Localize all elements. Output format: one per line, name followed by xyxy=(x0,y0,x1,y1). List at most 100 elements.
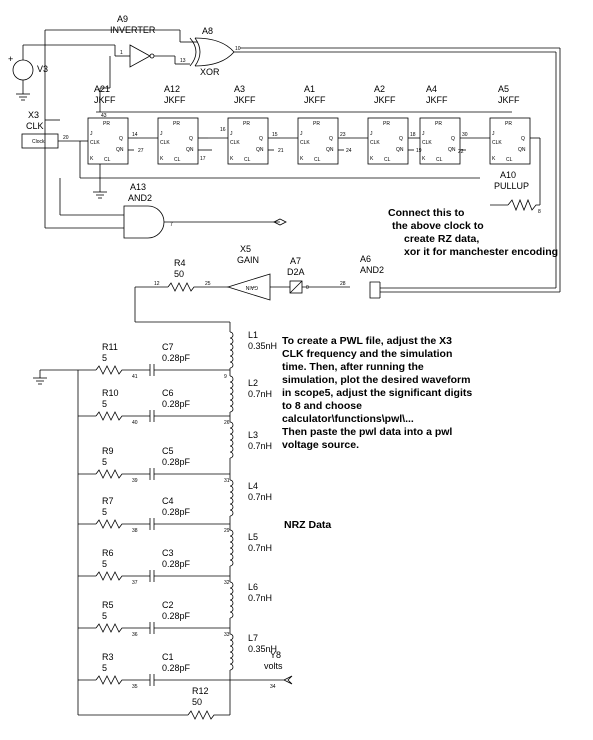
ladder-stage-6[interactable]: L6 0.7nH R5 5 C2 0.28pF 36 33 xyxy=(78,576,272,638)
x3-clock-source[interactable]: Clock X3 CLK 20 xyxy=(21,110,80,149)
a3-type: JKFF xyxy=(234,95,256,105)
svg-text:Connect this to: Connect this to xyxy=(388,207,464,219)
svg-text:PR: PR xyxy=(505,121,512,127)
l4-label: L4 xyxy=(248,481,258,491)
a8-xor-gate[interactable]: A8 XOR 10 xyxy=(189,26,241,77)
r11-label: R11 xyxy=(102,342,118,352)
a5-type: JKFF xyxy=(498,95,520,105)
l6-label: L6 xyxy=(248,582,258,592)
jkff-a12[interactable]: A12 JKFF PR J CLK K Q QN CL 17 xyxy=(138,84,212,165)
ladder-stage-3[interactable]: L3 0.7nH R9 5 C5 0.28pF 39 31 xyxy=(78,416,272,484)
r5-label: R5 xyxy=(102,600,114,610)
x3-type: CLK xyxy=(26,121,44,131)
resistor-symbol xyxy=(95,365,150,375)
r10-value: 5 xyxy=(102,399,107,409)
jkff-a1[interactable]: A1 JKFF PR J CLK K Q QN CL 23 24 xyxy=(280,84,352,165)
c5-label: C5 xyxy=(162,446,174,456)
svg-text:CLK: CLK xyxy=(422,140,432,146)
svg-text:QN: QN xyxy=(518,147,526,153)
svg-text:K: K xyxy=(160,156,164,162)
chain-ground xyxy=(93,164,107,199)
c6-value: 0.28pF xyxy=(162,399,191,409)
l1-value: 0.35nH xyxy=(248,341,277,351)
ladder-stage-2[interactable]: L2 0.7nH R10 5 C6 0.28pF 40 26 xyxy=(78,370,272,426)
a2-type: JKFF xyxy=(374,95,396,105)
svg-text:Q: Q xyxy=(119,136,123,142)
a7-type: D2A xyxy=(287,267,305,277)
svg-text:PR: PR xyxy=(103,121,110,127)
c5-value: 0.28pF xyxy=(162,457,191,467)
net-10: 10 xyxy=(235,46,241,52)
svg-text:in scope5, adjust the signific: in scope5, adjust the significant digits xyxy=(282,387,472,399)
svg-text:PR: PR xyxy=(173,121,180,127)
svg-text:K: K xyxy=(370,156,374,162)
ladder-stage-1[interactable]: L1 0.35nH R11 5 C7 0.28pF 41 9 xyxy=(78,330,277,380)
a1-type: JKFF xyxy=(304,95,326,105)
svg-text:23: 23 xyxy=(340,132,346,138)
svg-text:QN: QN xyxy=(256,147,264,153)
jkff-a2[interactable]: A2 JKFF PR J CLK K Q QN CL 18 19 xyxy=(350,84,422,165)
l5-label: L5 xyxy=(248,532,258,542)
a13-and-gate[interactable]: A13 AND2 7 xyxy=(44,120,287,239)
ladder-stage-4[interactable]: L4 0.7nH R7 5 C4 0.28pF 38 29 xyxy=(78,474,272,534)
a6-and-gate[interactable]: A6 AND2 xyxy=(360,254,384,299)
svg-text:K: K xyxy=(300,156,304,162)
l4-value: 0.7nH xyxy=(248,492,272,502)
jkff-a3[interactable]: A3 JKFF PR J CLK K Q QN CL 16 15 21 xyxy=(208,84,284,165)
svg-text:24: 24 xyxy=(346,148,352,154)
svg-text:Q: Q xyxy=(189,136,193,142)
x5-gain-block[interactable]: GAIN X5 GAIN 25 xyxy=(200,244,290,301)
ladder-stage-7[interactable]: L7 0.35nH R3 5 C1 0.28pF 35 xyxy=(78,628,277,690)
ladder-network xyxy=(33,369,231,715)
svg-text:30: 30 xyxy=(462,132,468,138)
r4-resistor[interactable]: R4 50 12 xyxy=(134,258,231,332)
a3-label: A3 xyxy=(234,84,245,94)
svg-text:To create a PWL file, adjust t: To create a PWL file, adjust the X3 xyxy=(282,335,452,347)
clock-bus xyxy=(79,140,480,179)
inductor-symbol xyxy=(229,421,234,459)
svg-text:CLK: CLK xyxy=(300,140,310,146)
svg-text:33: 33 xyxy=(224,632,230,638)
a7-d2a[interactable]: A7 D2A 0 28 xyxy=(287,256,350,294)
y8-probe[interactable]: Y8 volts 34 xyxy=(230,650,293,690)
svg-text:CL: CL xyxy=(506,157,513,163)
svg-text:CLK: CLK xyxy=(492,140,502,146)
svg-text:38: 38 xyxy=(132,528,138,534)
svg-text:36: 36 xyxy=(132,632,138,638)
svg-text:16: 16 xyxy=(220,127,226,133)
x3-body-text: Clock xyxy=(32,139,45,145)
svg-text:22: 22 xyxy=(458,149,464,155)
v3-source[interactable]: + V3 xyxy=(8,44,115,101)
a10-pullup[interactable]: A10 PULLUP 8 xyxy=(490,170,541,215)
r12-resistor[interactable]: R12 50 xyxy=(78,686,230,720)
a13-type: AND2 xyxy=(128,193,152,203)
jkff-a21[interactable]: A21 JKFF PR J CLK K Q QN CL 43 14 27 xyxy=(87,84,144,165)
resistor-symbol xyxy=(95,519,150,529)
svg-text:Q: Q xyxy=(329,136,333,142)
jkff-a5[interactable]: A5 JKFF PR J CLK K Q QN CL xyxy=(489,84,541,205)
a10-label: A10 xyxy=(500,170,516,180)
svg-text:PR: PR xyxy=(435,121,442,127)
a4-label: A4 xyxy=(426,84,437,94)
resistor-symbol xyxy=(167,282,200,292)
c4-value: 0.28pF xyxy=(162,507,191,517)
c3-label: C3 xyxy=(162,548,174,558)
svg-text:41: 41 xyxy=(132,374,138,380)
gain-body-text: GAIN xyxy=(245,284,258,290)
y8-label: Y8 xyxy=(270,650,281,660)
inductor-symbol xyxy=(229,529,234,567)
r4-label: R4 xyxy=(174,258,186,268)
r12-value: 50 xyxy=(192,697,202,707)
a9-inverter[interactable]: 1 A9 INVERTER 13 xyxy=(110,14,190,68)
svg-text:9: 9 xyxy=(224,374,227,380)
svg-text:CLK frequency and the simulati: CLK frequency and the simulation xyxy=(282,348,452,360)
r3-value: 5 xyxy=(102,663,107,673)
a12-label: A12 xyxy=(164,84,180,94)
ladder-stage-5[interactable]: L5 0.7nH R6 5 C3 0.28pF 37 32 xyxy=(78,524,272,586)
svg-text:simulation, plot the desired: simulation, plot the desired waveform xyxy=(282,374,470,386)
svg-text:J: J xyxy=(370,131,373,137)
svg-text:CLK: CLK xyxy=(160,140,170,146)
jkff-a4[interactable]: A4 JKFF PR J CLK K Q QN CL 30 22 xyxy=(419,84,490,165)
svg-text:J: J xyxy=(492,131,495,137)
